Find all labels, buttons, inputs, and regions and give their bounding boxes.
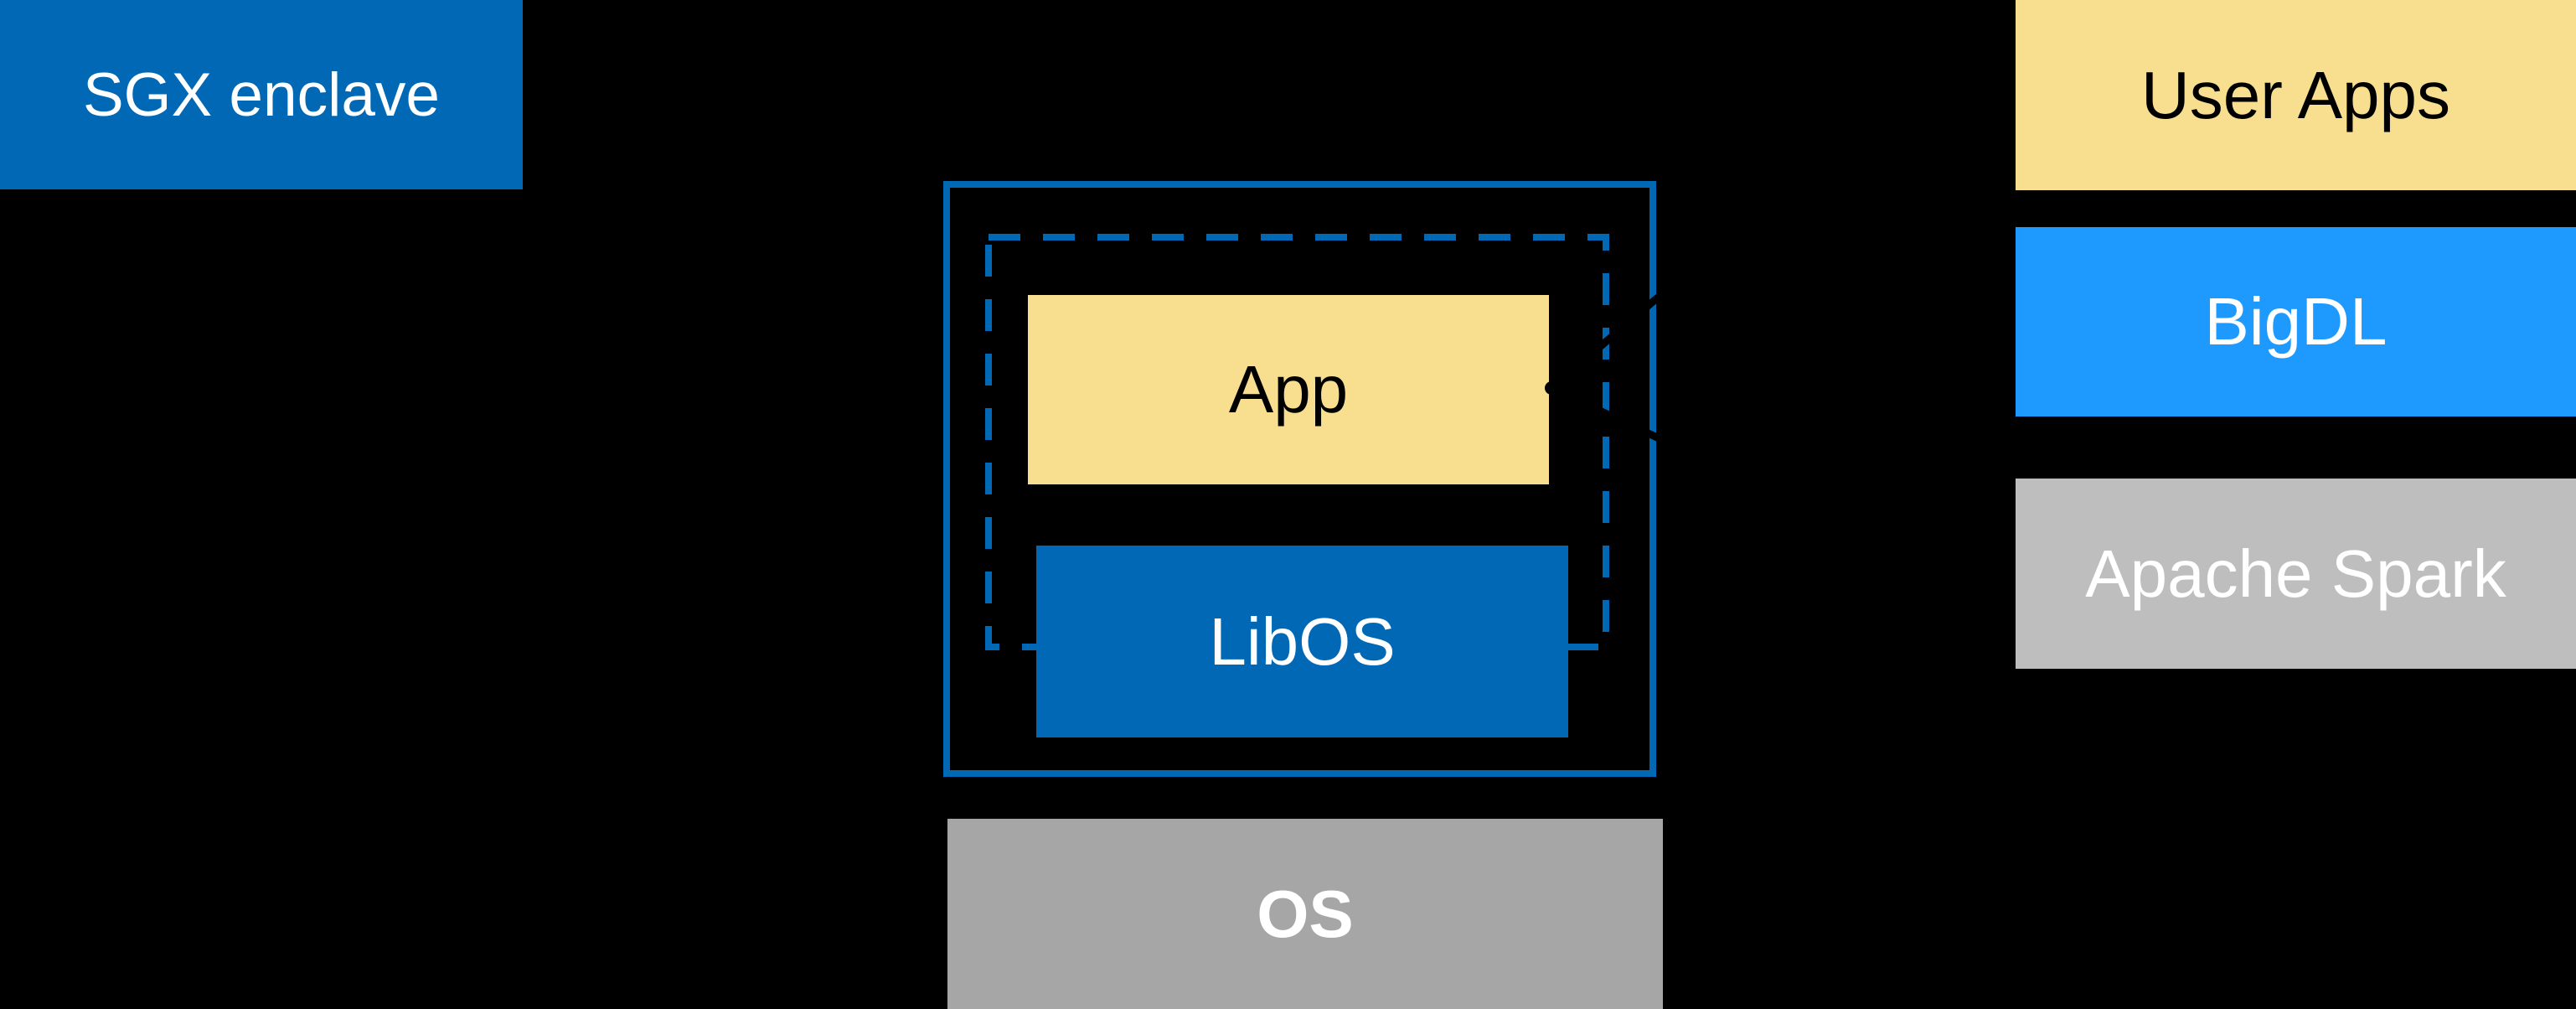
bigdl-label: BigDL — [2204, 284, 2388, 359]
os-box: OS — [947, 819, 1663, 1009]
os-label: OS — [1257, 876, 1354, 951]
sgx-connector-dot — [518, 510, 531, 523]
sgx-enclave-box: SGX enclave — [0, 0, 523, 189]
libos-box: LibOS — [1036, 546, 1568, 737]
connector-line-lower — [1550, 384, 1845, 529]
libos-label: LibOS — [1209, 603, 1396, 679]
app-box: App — [1028, 295, 1549, 484]
app-label: App — [1228, 352, 1349, 427]
sgx-enclave-label: SGX enclave — [82, 60, 441, 129]
stack-apache-spark-box: Apache Spark — [2016, 479, 2576, 669]
stack-user-apps-box: User Apps — [2016, 0, 2576, 190]
stack-bigdl-box: BigDL — [2016, 227, 2576, 417]
apache-spark-label: Apache Spark — [2085, 536, 2506, 611]
app-connector-dot — [1545, 381, 1558, 395]
user-apps-label: User Apps — [2140, 57, 2451, 132]
enclave-solid-border — [943, 181, 1656, 777]
connector-line-upper — [1549, 179, 1795, 391]
